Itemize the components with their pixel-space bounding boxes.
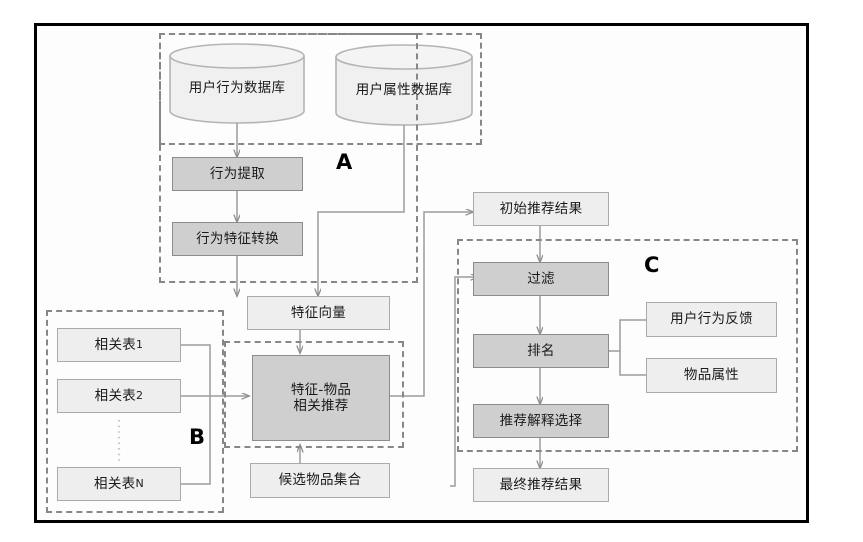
group-box-b (46, 310, 224, 513)
node-candidate-item-set[interactable]: 候选物品集合 (250, 463, 390, 498)
node-user-behavior-db-label: 用户行为数据库 (188, 80, 286, 96)
node-ranking[interactable]: 排名 (473, 334, 609, 368)
node-feature-vector[interactable]: 特征向量 (247, 296, 390, 330)
group-label-a: A (336, 150, 353, 174)
node-relation-table-1-index: 1 (136, 338, 144, 352)
node-relation-table-1-label: 相关表 (94, 336, 137, 353)
node-relation-table-n-index: N (135, 477, 144, 491)
node-final-rec-result[interactable]: 最终推荐结果 (473, 468, 609, 502)
node-initial-rec-result[interactable]: 初始推荐结果 (473, 192, 609, 226)
node-relation-table-n-label: 相关表 (94, 475, 136, 492)
node-relation-table-2-index: 2 (136, 389, 144, 403)
group-box-middle-recommend (224, 341, 404, 448)
group-label-b: B (189, 425, 206, 449)
node-feature-item-recommend-line2: 相关推荐 (293, 398, 349, 414)
node-user-attr-db-label: 用户属性数据库 (355, 82, 453, 98)
node-user-behavior-feedback[interactable]: 用户行为反馈 (646, 302, 777, 337)
vertical-ellipsis-icon (117, 420, 121, 462)
node-rec-explain-select[interactable]: 推荐解释选择 (473, 404, 609, 438)
node-behavior-feature-transform[interactable]: 行为特征转换 (172, 222, 303, 256)
group-box-a-left (159, 33, 418, 283)
node-item-attributes[interactable]: 物品属性 (646, 358, 777, 393)
node-feature-item-recommend[interactable]: 特征-物品 相关推荐 (252, 355, 390, 441)
node-behavior-extract[interactable]: 行为提取 (172, 157, 303, 191)
node-relation-table-2-label: 相关表 (94, 387, 137, 404)
node-feature-item-recommend-line1: 特征-物品 (290, 381, 352, 398)
group-box-c (457, 239, 798, 452)
group-label-c: C (644, 253, 660, 277)
node-filter[interactable]: 过滤 (473, 262, 609, 296)
